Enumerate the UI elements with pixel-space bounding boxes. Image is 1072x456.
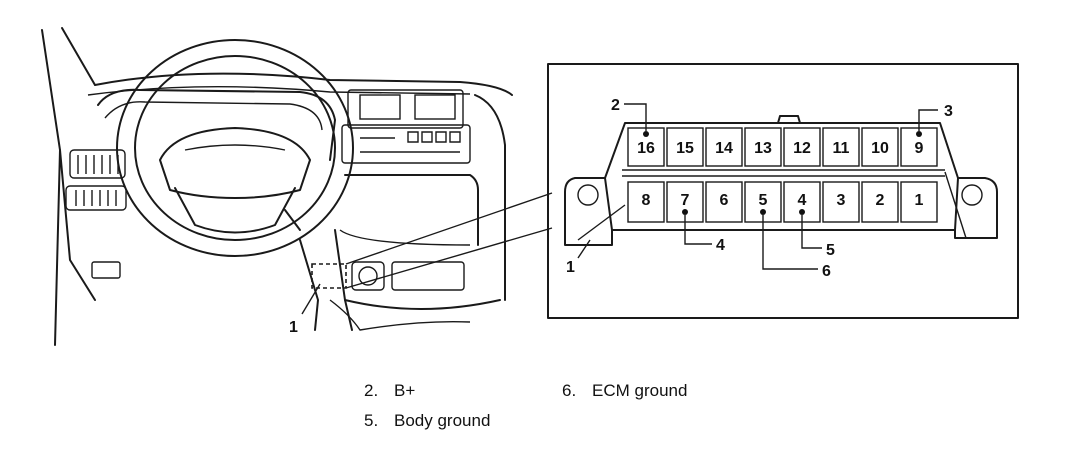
pin-11: 11: [833, 140, 850, 157]
pin-12: 12: [793, 140, 811, 157]
legend-number: 2.: [364, 381, 379, 400]
dashboard-illustration: 1: [41, 27, 553, 346]
pin-2: 2: [876, 192, 885, 209]
connector-detail-panel: 16 15 14 13 12 11 10 9 8 7 6 5 4: [547, 63, 1019, 319]
pin-3: 3: [837, 192, 846, 209]
legend-item-ecm-ground: 6. ECM ground: [562, 381, 687, 401]
connector-body-callout: 1: [566, 259, 575, 276]
legend-item-body-ground: 5. Body ground: [364, 411, 490, 431]
pin-7: 7: [681, 192, 690, 209]
pin-2-callout: 2: [611, 97, 620, 114]
legend-label: B+: [394, 381, 416, 400]
pin-6-callout: 6: [822, 263, 831, 280]
pin-3-callout: 3: [944, 103, 953, 120]
pin-5-callout: 5: [826, 242, 835, 259]
legend-label: ECM ground: [592, 381, 688, 400]
pin-4-callout: 4: [716, 237, 725, 254]
legend-label: Body ground: [394, 411, 491, 430]
pin-row-bottom: 8 7 6 5 4 3 2 1: [627, 181, 938, 223]
legend-number: 6.: [562, 381, 577, 400]
pin-5: 5: [759, 192, 768, 209]
legend-number: 5.: [364, 411, 379, 430]
pin-4: 4: [798, 192, 807, 209]
pin-row-top: 16 15 14 13 12 11 10 9: [627, 127, 938, 167]
dash-connector-callout: 1: [289, 319, 298, 336]
pin-15: 15: [676, 140, 694, 157]
pin-16: 16: [637, 140, 655, 157]
pin-8: 8: [642, 192, 651, 209]
dlc-location-marker: [311, 263, 347, 289]
legend-item-b-plus: 2. B+: [364, 381, 415, 401]
pin-10: 10: [871, 140, 889, 157]
pin-13: 13: [754, 140, 772, 157]
pin-14: 14: [715, 140, 733, 157]
pin-6: 6: [720, 192, 729, 209]
pin-1: 1: [915, 192, 924, 209]
pin-9: 9: [915, 140, 924, 157]
